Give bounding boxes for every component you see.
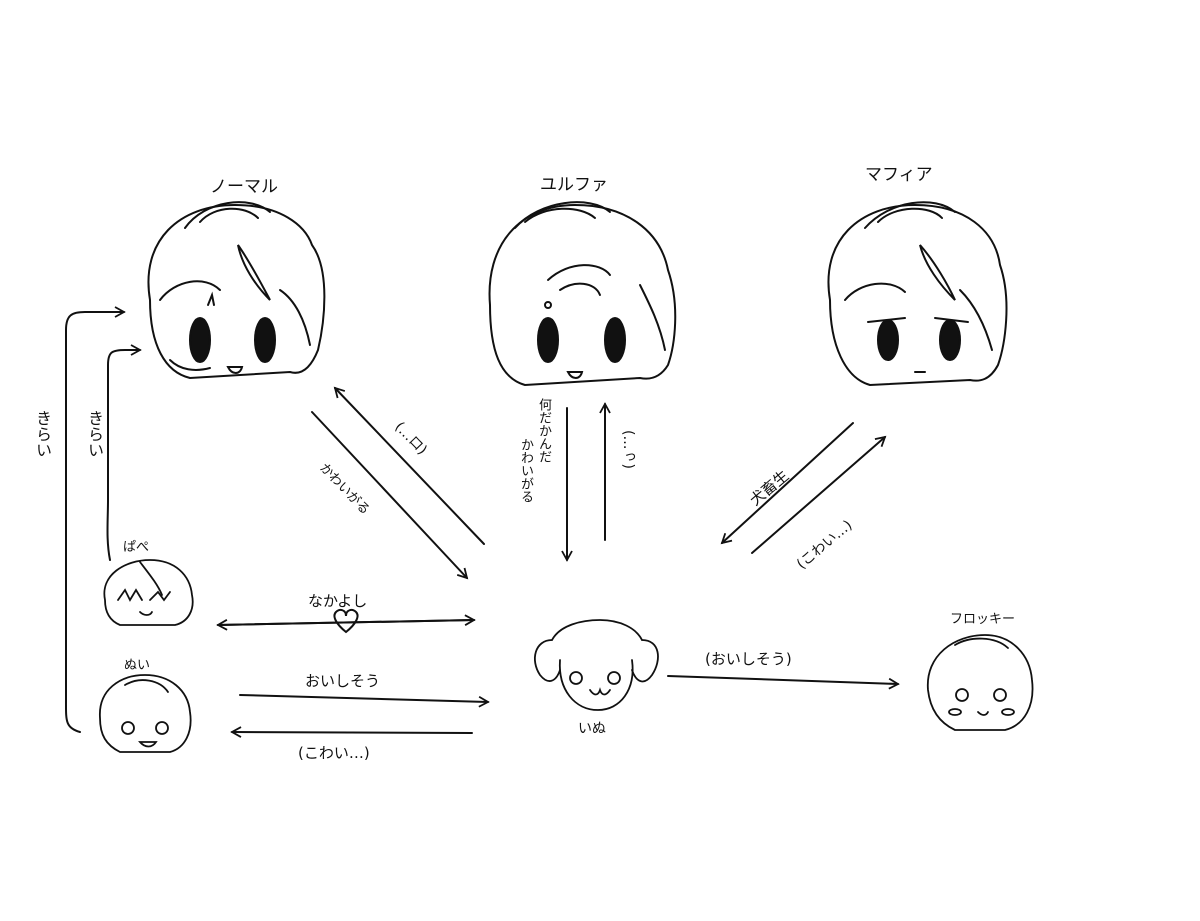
inu-to-alpha-label: (…っ): [620, 430, 636, 469]
nui-to-inu-arrow: [239, 694, 490, 708]
mafia-title: マフィア: [865, 165, 933, 185]
alpha-face-icon: [488, 201, 677, 387]
normal-to-inu-arrow: [311, 411, 469, 580]
inu-to-nui-label: (こわい…): [298, 744, 370, 762]
kirai-outer-arrow: [64, 306, 126, 733]
inu-to-flocky-label: (おいしそう): [705, 650, 792, 668]
pape-face-icon: [103, 559, 194, 626]
alpha-to-inu-label-1: 何だかんだ: [536, 398, 551, 463]
normal-face-icon: [147, 201, 326, 380]
inu-face-icon: [534, 619, 659, 711]
pape-inu-label: なかよし: [308, 592, 368, 610]
pape-title: ぱぺ: [123, 540, 150, 555]
kirai-outer-label: きらい: [33, 410, 52, 458]
nui-to-inu-label: おいしそう: [305, 672, 381, 690]
inu-to-flocky-arrow: [667, 675, 900, 690]
normal-title: ノーマル: [210, 177, 278, 197]
nui-title: ぬい: [124, 658, 151, 673]
alpha-to-inu-label-2: かわいがる: [518, 438, 533, 503]
flocky-face-icon: [927, 634, 1034, 731]
heart-icon: [333, 608, 359, 634]
inu-title: いぬ: [578, 721, 606, 737]
alpha-title: ユルファ: [540, 175, 608, 195]
mafia-face-icon: [827, 201, 1008, 387]
kirai-inner-arrow: [106, 344, 142, 561]
kirai-inner-label: きらい: [85, 410, 104, 458]
flocky-title: フロッキー: [950, 612, 1016, 627]
nui-face-icon: [99, 674, 192, 753]
mafia-to-inu-arrow: [720, 422, 854, 545]
inu-to-nui-arrow: [230, 726, 473, 738]
inu-to-mafia-arrow: [751, 435, 887, 554]
pape-inu-double-arrow-right: [217, 614, 476, 626]
inu-to-normal-arrow: [333, 386, 485, 545]
